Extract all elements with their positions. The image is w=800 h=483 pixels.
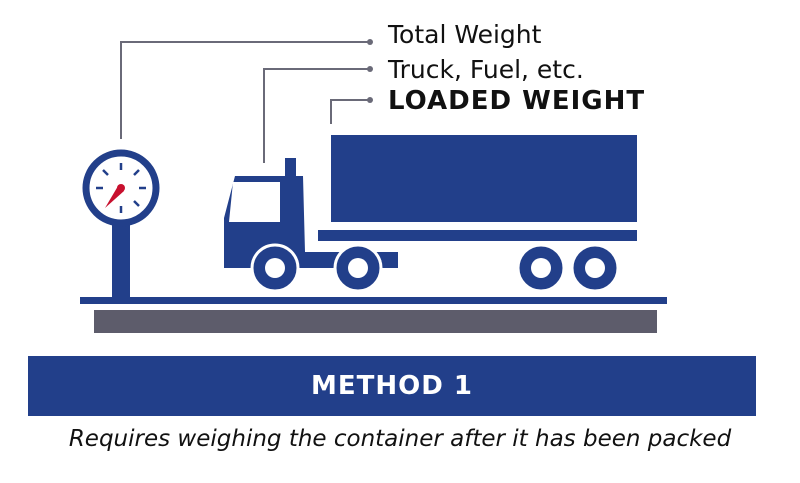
label-truck-fuel: Truck, Fuel, etc. — [388, 55, 584, 84]
scale-gauge-icon — [82, 149, 160, 300]
label-total-weight: Total Weight — [388, 20, 542, 49]
scale-base — [94, 310, 657, 333]
truck-icon — [224, 135, 637, 293]
leader-lines — [120, 41, 370, 163]
label-loaded-weight: LOADED WEIGHT — [388, 86, 646, 116]
caption: Requires weighing the container after it… — [68, 426, 732, 452]
scale-platform — [80, 297, 667, 304]
method-banner: METHOD 1 — [28, 356, 756, 416]
